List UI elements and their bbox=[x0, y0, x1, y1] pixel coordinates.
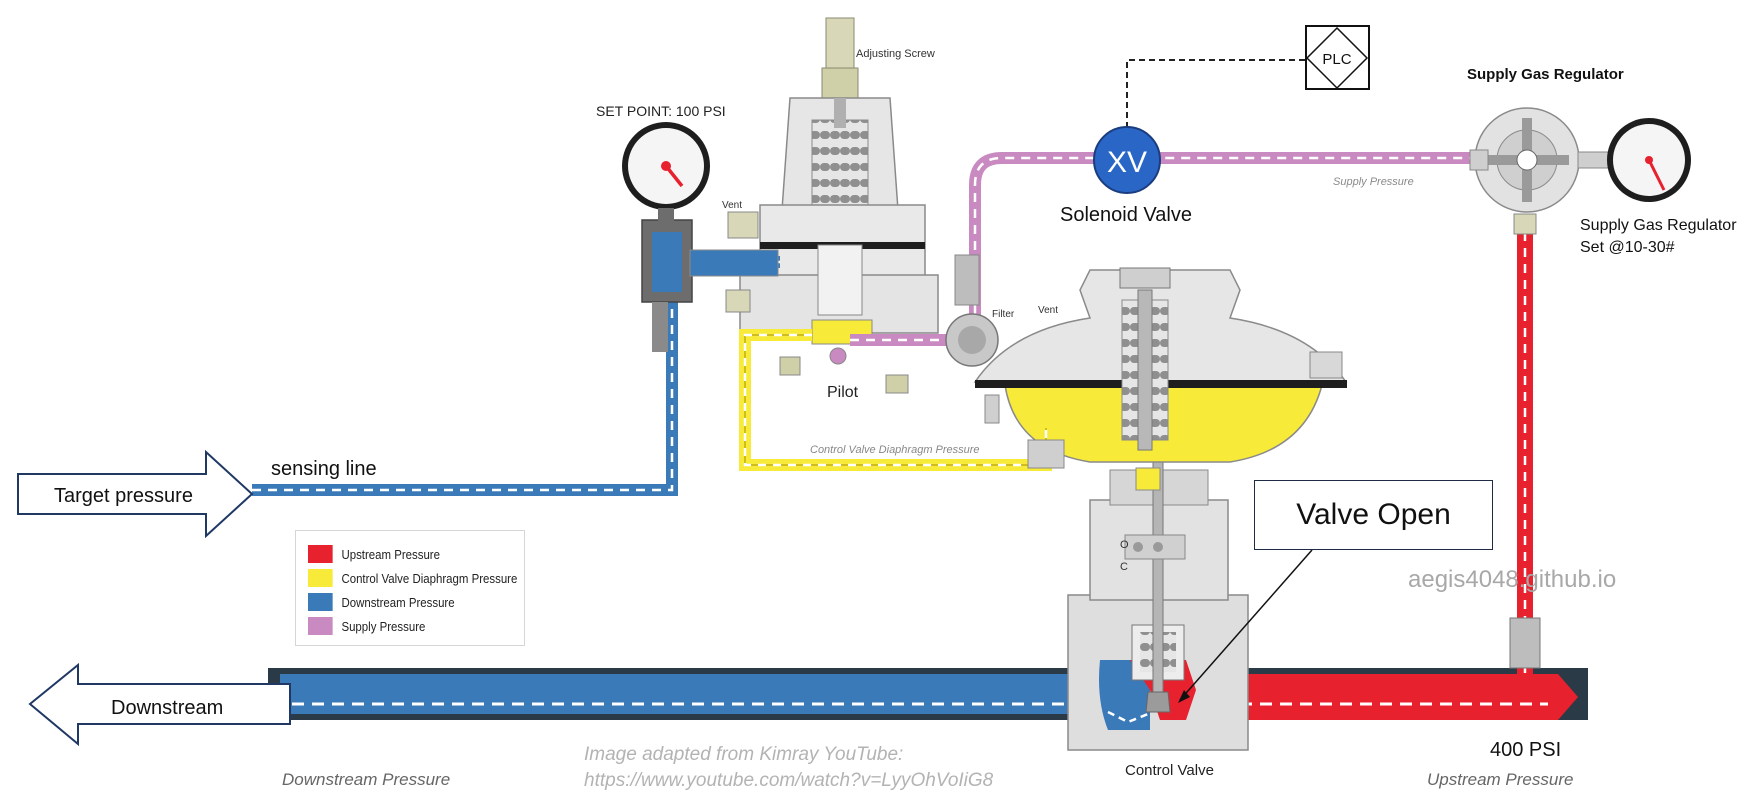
legend-label: Supply Pressure bbox=[341, 618, 426, 634]
legend-item-upstream: Upstream Pressure bbox=[308, 544, 440, 564]
diaphragm-pressure-line bbox=[739, 329, 1065, 471]
downstream-pipe-fill bbox=[280, 674, 1106, 714]
pilot-label: Pilot bbox=[827, 384, 859, 401]
legend-swatch-diaphragm bbox=[308, 569, 333, 587]
legend-label: Downstream Pressure bbox=[341, 594, 455, 610]
upstream-pipe-fill bbox=[1190, 674, 1578, 720]
sensing-line bbox=[252, 219, 780, 496]
upstream-psi-label: 400 PSI bbox=[1490, 739, 1561, 761]
pilot-vent-label: Vent bbox=[722, 200, 742, 211]
solenoid-valve-label: Solenoid Valve bbox=[1060, 204, 1192, 226]
legend-item-downstream: Downstream Pressure bbox=[308, 592, 455, 612]
supply-gas-regulator bbox=[1469, 107, 1609, 213]
image-credit: Image adapted from Kimray YouTube: https… bbox=[584, 742, 993, 794]
valve-open-label: Valve Open bbox=[1296, 498, 1451, 531]
legend-item-supply: Supply Pressure bbox=[308, 616, 425, 636]
sensing-line-label: sensing line bbox=[271, 458, 377, 480]
supply-gas-regulator-title: Supply Gas Regulator bbox=[1467, 66, 1624, 83]
pressure-legend: Upstream Pressure Control Valve Diaphrag… bbox=[295, 530, 525, 646]
downstream-label: Downstream bbox=[111, 697, 223, 719]
supply-pressure-gauge bbox=[1607, 118, 1691, 202]
supply-pressure-line bbox=[850, 152, 1470, 367]
target-pressure-label: Target pressure bbox=[54, 485, 193, 507]
valve-open-callout: Valve Open bbox=[1254, 480, 1493, 550]
solenoid-valve-xv: XV bbox=[1093, 126, 1161, 194]
valve-vent-label: Vent bbox=[1038, 305, 1058, 316]
plc-signal-line bbox=[1126, 59, 1307, 128]
main-pipe bbox=[268, 668, 1588, 720]
pilot-regulator bbox=[725, 17, 939, 394]
credit-line-1: Image adapted from Kimray YouTube: bbox=[584, 744, 904, 765]
credit-line-2: https://www.youtube.com/watch?v=LyyOhVoI… bbox=[584, 770, 994, 791]
xv-label: XV bbox=[1107, 146, 1147, 179]
plc-block: PLC bbox=[1305, 25, 1370, 90]
control-valve-body: O C bbox=[1067, 379, 1249, 751]
legend-item-diaphragm: Control Valve Diaphragm Pressure bbox=[308, 568, 517, 588]
actuator bbox=[973, 267, 1348, 491]
set-point-label: SET POINT: 100 PSI bbox=[596, 103, 726, 119]
valve-open-pointer bbox=[1179, 549, 1313, 701]
downstream-pressure-caption: Downstream Pressure bbox=[282, 770, 450, 789]
valve-indicator-open-letter: O bbox=[1120, 539, 1129, 551]
valve-indicator-closed-letter: C bbox=[1120, 561, 1128, 573]
supply-pressure-line-label: Supply Pressure bbox=[1333, 176, 1414, 188]
supply-gas-regulator-note-2: Set @10-30# bbox=[1580, 239, 1675, 256]
set-point-gauge bbox=[622, 122, 710, 222]
target-pressure-arrow bbox=[17, 449, 254, 539]
plc-label: PLC bbox=[1322, 51, 1351, 68]
legend-label: Upstream Pressure bbox=[341, 546, 440, 562]
watermark: aegis4048.github.io bbox=[1408, 566, 1617, 593]
filter-label: Filter bbox=[992, 309, 1015, 320]
legend-label: Control Valve Diaphragm Pressure bbox=[341, 570, 518, 586]
upstream-supply-line bbox=[1509, 213, 1541, 685]
legend-swatch-supply bbox=[308, 617, 333, 635]
legend-swatch-downstream bbox=[308, 593, 333, 611]
control-valve-label: Control Valve bbox=[1125, 762, 1214, 779]
supply-gas-regulator-note-1: Supply Gas Regulator bbox=[1580, 217, 1737, 234]
adjusting-screw-label: Adjusting Screw bbox=[856, 48, 935, 60]
diaphragm-line-label: Control Valve Diaphragm Pressure bbox=[810, 444, 980, 456]
legend-swatch-upstream bbox=[308, 545, 333, 563]
upstream-pressure-caption: Upstream Pressure bbox=[1427, 770, 1573, 789]
downstream-arrow bbox=[28, 662, 291, 747]
